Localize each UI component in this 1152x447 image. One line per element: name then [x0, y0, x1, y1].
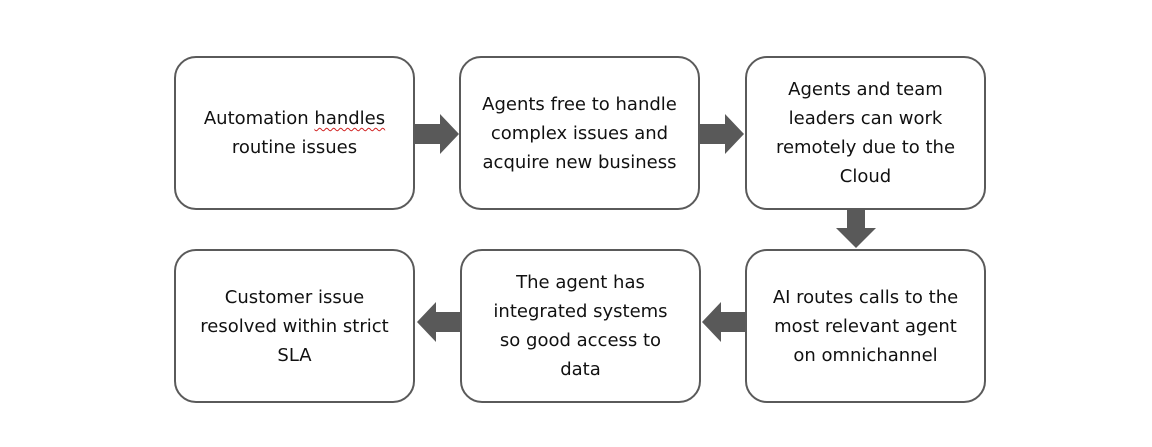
step-automation-text-start: Automation: [203, 108, 315, 129]
step-resolved-text: Customer issue resolved within strict SL…: [200, 286, 389, 366]
step-remote-box: Agents and team leaders can work remotel…: [745, 56, 986, 210]
step-agents-free-text: Agents free to handle complex issues and…: [482, 93, 677, 173]
step-automation-text-end: routine issues: [231, 137, 358, 158]
arrow-right-1-icon: [415, 114, 459, 154]
arrow-down-icon: [836, 209, 876, 248]
step-ai-routes-text: AI routes calls to the most relevant age…: [772, 286, 959, 366]
step-automation-text: Automation handles routine issues: [204, 104, 385, 162]
spellcheck-underlined-word: handles: [314, 108, 386, 129]
step-resolved-box: Customer issue resolved within strict SL…: [174, 249, 415, 403]
arrow-right-2-icon: [700, 114, 744, 154]
step-agents-free-box: Agents free to handle complex issues and…: [459, 56, 700, 210]
arrow-left-1-icon: [702, 302, 746, 342]
step-remote-text: Agents and team leaders can work remotel…: [775, 79, 956, 187]
step-integrated-text: The agent has integrated systems so good…: [493, 272, 668, 380]
step-automation-box: Automation handles routine issues: [174, 56, 415, 210]
step-integrated-box: The agent has integrated systems so good…: [460, 249, 701, 403]
step-ai-routes-box: AI routes calls to the most relevant age…: [745, 249, 986, 403]
arrow-left-2-icon: [417, 302, 461, 342]
